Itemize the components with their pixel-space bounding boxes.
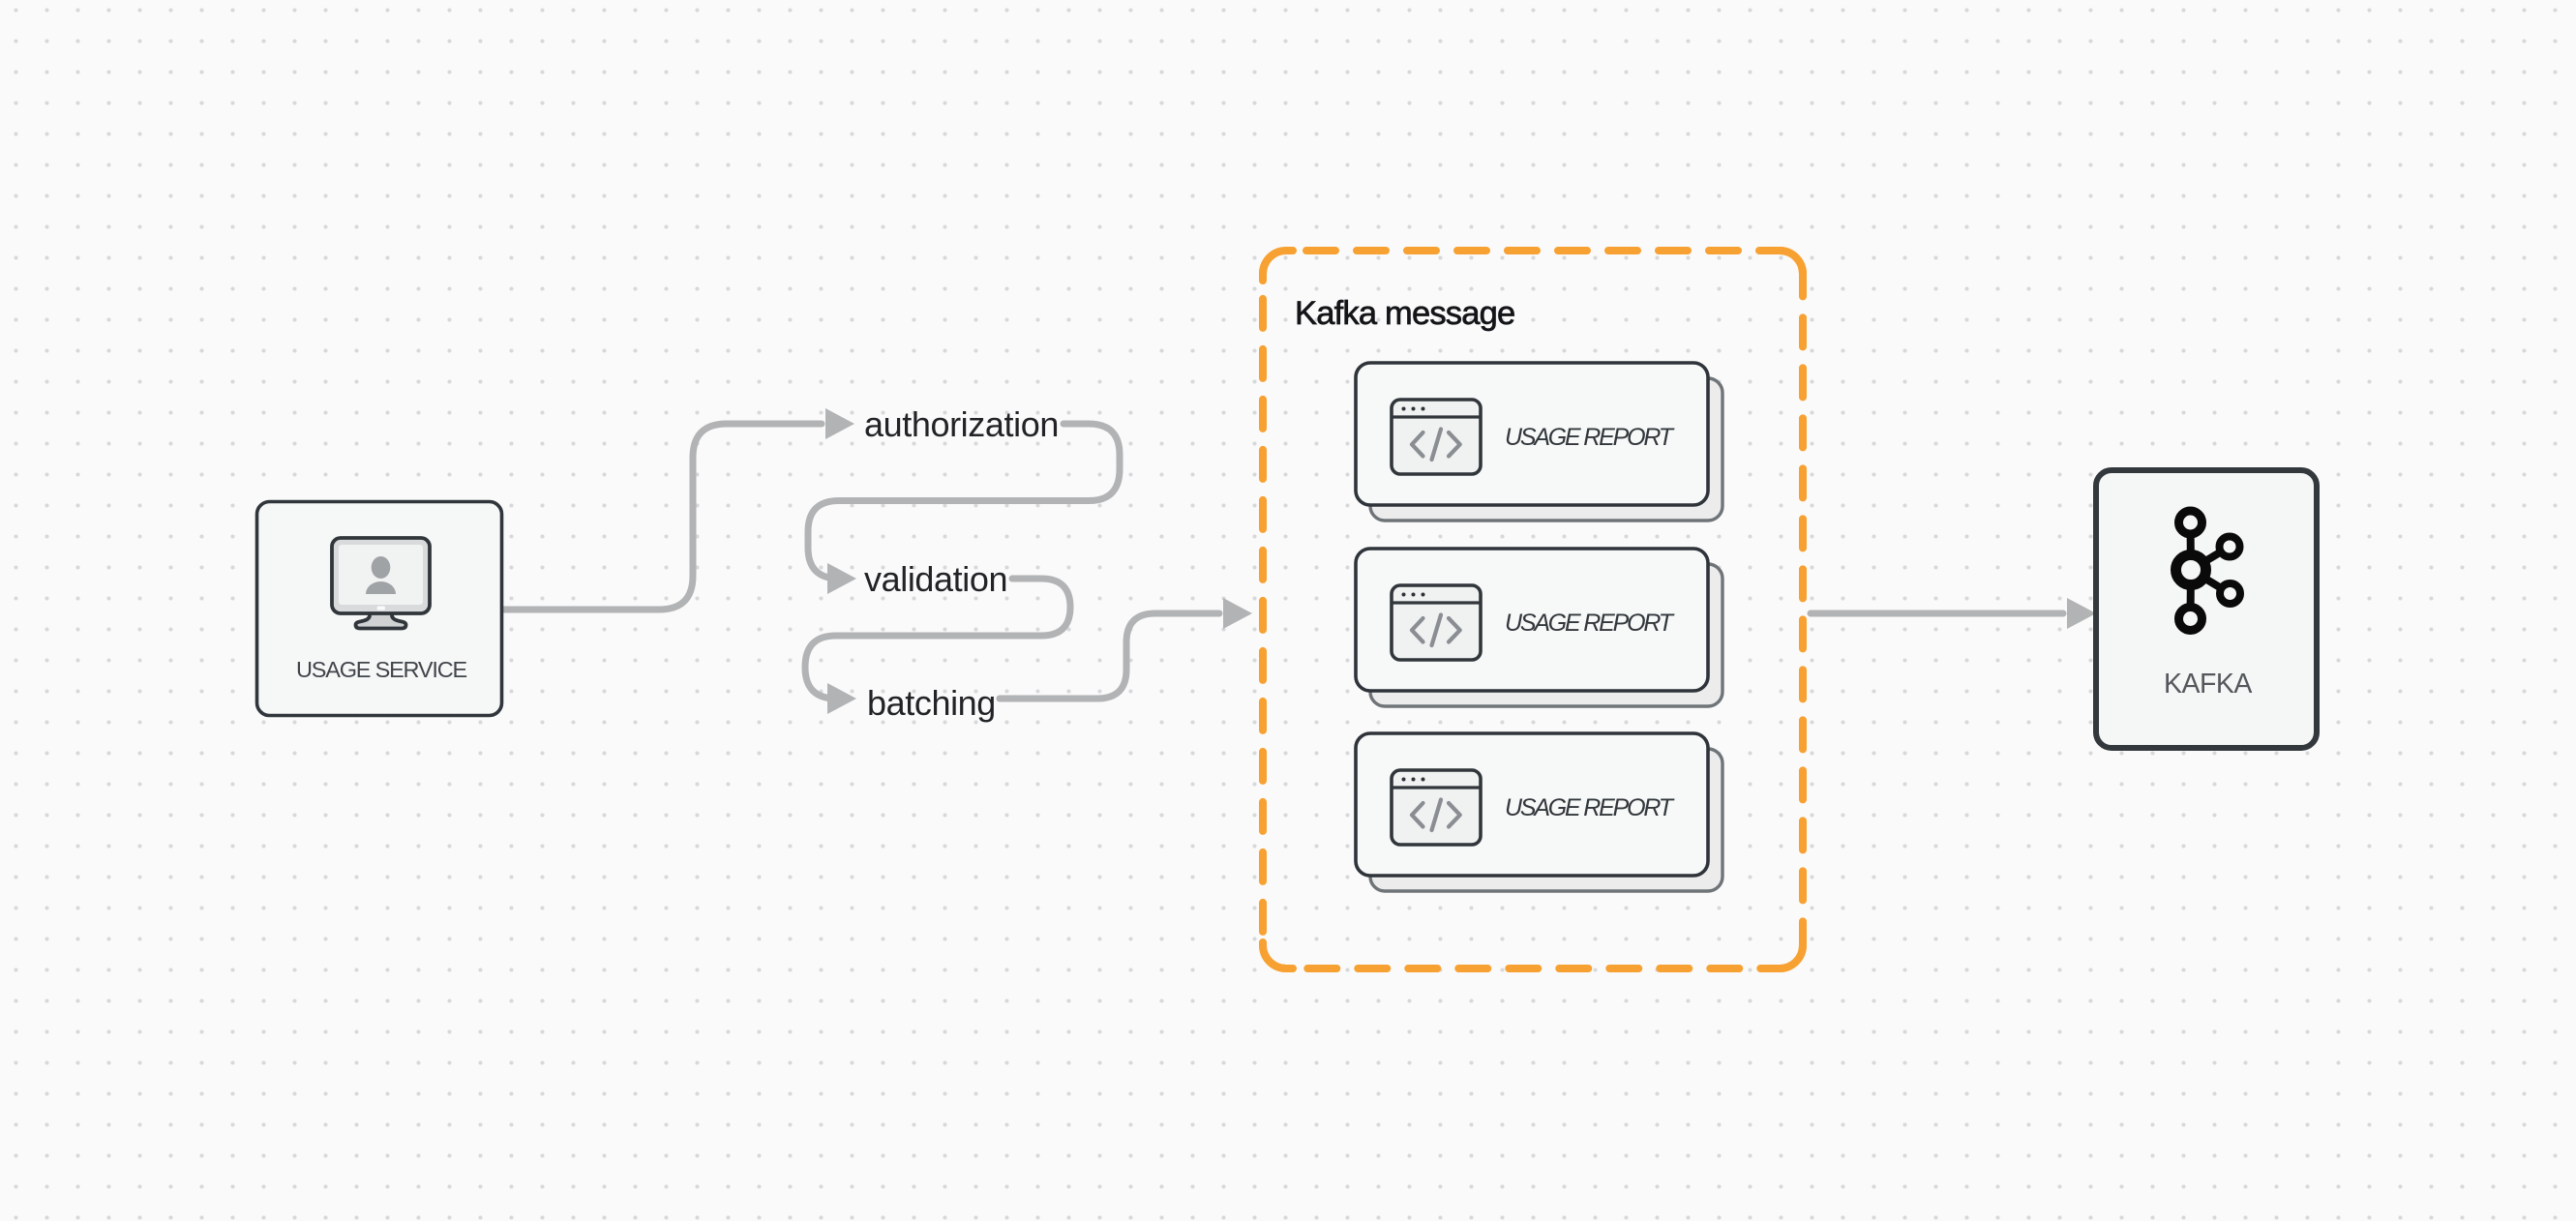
svg-text:KAFKA: KAFKA	[2164, 669, 2252, 700]
svg-text:USAGE REPORT: USAGE REPORT	[1505, 610, 1675, 637]
svg-text:authorization: authorization	[864, 404, 1059, 444]
svg-text:USAGE SERVICE: USAGE SERVICE	[296, 657, 466, 682]
svg-text:batching: batching	[867, 683, 996, 723]
svg-text:USAGE REPORT: USAGE REPORT	[1505, 794, 1675, 821]
svg-text:USAGE REPORT: USAGE REPORT	[1505, 424, 1675, 451]
svg-text:Kafka message: Kafka message	[1295, 295, 1514, 332]
svg-text:validation: validation	[864, 559, 1007, 599]
